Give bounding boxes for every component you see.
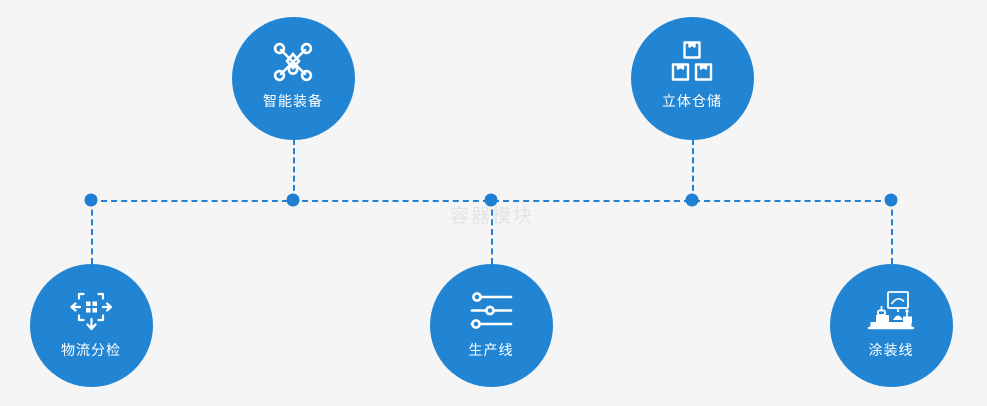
node-label-smart-equipment: 智能装备 (263, 92, 323, 109)
stacked-boxes-icon (668, 39, 716, 85)
node-label-production-line: 生产线 (468, 341, 514, 358)
branch-line-smart-equipment (293, 139, 295, 200)
node-production-line[interactable]: 生产线 (429, 263, 553, 387)
junction-dot-smart-equip[interactable] (286, 193, 300, 207)
node-label-logistics-sorting: 物流分检 (61, 341, 121, 358)
branch-line-stereoscopic-warehouse (692, 139, 694, 200)
node-label-painting-line: 涂装线 (868, 341, 914, 358)
network-nodes-icon (269, 39, 317, 85)
sorting-arrows-icon (67, 288, 115, 334)
junction-dot-right[interactable] (884, 193, 898, 207)
watermark-label: 容器模块 (449, 206, 534, 227)
branch-line-production-line (491, 200, 493, 264)
node-label-stereoscopic-warehouse: 立体仓储 (662, 92, 722, 109)
node-smart-equipment[interactable]: 智能装备 (231, 16, 355, 140)
sliders-icon (467, 288, 515, 334)
node-logistics-sorting[interactable]: 物流分检 (29, 263, 153, 387)
node-painting-line[interactable]: 涂装线 (829, 263, 953, 387)
factory-monitor-icon (867, 288, 915, 334)
junction-dot-warehouse[interactable] (685, 193, 699, 207)
junction-dot-center[interactable] (484, 193, 498, 207)
junction-dot-left[interactable] (84, 193, 98, 207)
branch-line-painting-line (891, 200, 893, 264)
branch-line-logistics-sorting (91, 200, 93, 264)
node-stereoscopic-warehouse[interactable]: 立体仓储 (630, 16, 754, 140)
